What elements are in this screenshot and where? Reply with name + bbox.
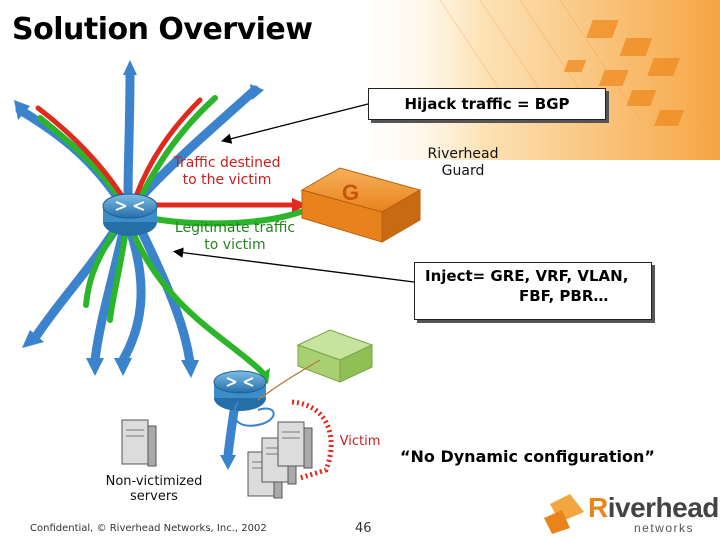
- confidential-footer: Confidential, © Riverhead Networks, Inc.…: [30, 523, 267, 534]
- traffic-label-line1: Traffic destined: [173, 155, 281, 171]
- legit-label-line2: to victim: [204, 237, 266, 253]
- inject-callout-line1: Inject= GRE, VRF, VLAN,: [425, 267, 629, 285]
- logo-accent-letter: R: [588, 492, 608, 523]
- riverhead-logo: Riverhead networks: [538, 490, 719, 538]
- no-dynamic-config-quote: “No Dynamic configuration”: [400, 447, 655, 466]
- traffic-destined-label: Traffic destined to the victim: [168, 155, 286, 189]
- guard-label-line1: Riverhead: [427, 146, 499, 162]
- logo-mark: [544, 494, 584, 534]
- logo-word-rest: iverhead: [607, 492, 720, 523]
- nonvictim-servers-label: Non-victimized servers: [92, 474, 216, 504]
- legit-label-line1: Legitimate traffic: [174, 220, 296, 236]
- callout-arrows: [172, 103, 415, 283]
- nonvictim-label-line2: servers: [130, 489, 178, 504]
- nonvictim-label-line1: Non-victimized: [105, 474, 203, 489]
- hijack-callout: Hijack traffic = BGP: [368, 88, 606, 120]
- inject-callout: Inject= GRE, VRF, VLAN, FBF, PBR…: [414, 262, 652, 320]
- legit-traffic-label: Legitimate traffic to victim: [168, 220, 302, 254]
- guard-label: Riverhead Guard: [418, 146, 508, 180]
- inject-callout-line2: FBF, PBR…: [519, 287, 609, 305]
- traffic-label-line2: to the victim: [182, 172, 272, 188]
- guard-badge: G: [342, 180, 359, 205]
- router-icon: [102, 193, 158, 236]
- victim-label: Victim: [339, 434, 381, 449]
- header-decoration: [350, 0, 720, 160]
- logo-subtext: networks: [634, 521, 695, 535]
- page-number: 46: [355, 521, 372, 536]
- guard-label-line2: Guard: [441, 163, 485, 179]
- legit-traffic-arrows: [37, 95, 303, 375]
- router-icon: [213, 370, 267, 411]
- attack-traffic-arrows: [35, 97, 295, 208]
- page-title: Solution Overview: [12, 12, 313, 47]
- logo-wordmark: Riverhead: [588, 492, 719, 524]
- server-icon: [121, 419, 157, 467]
- server-icon: [277, 421, 313, 469]
- detector-appliance-icon: [296, 329, 374, 383]
- guard-appliance-icon: G: [300, 167, 422, 243]
